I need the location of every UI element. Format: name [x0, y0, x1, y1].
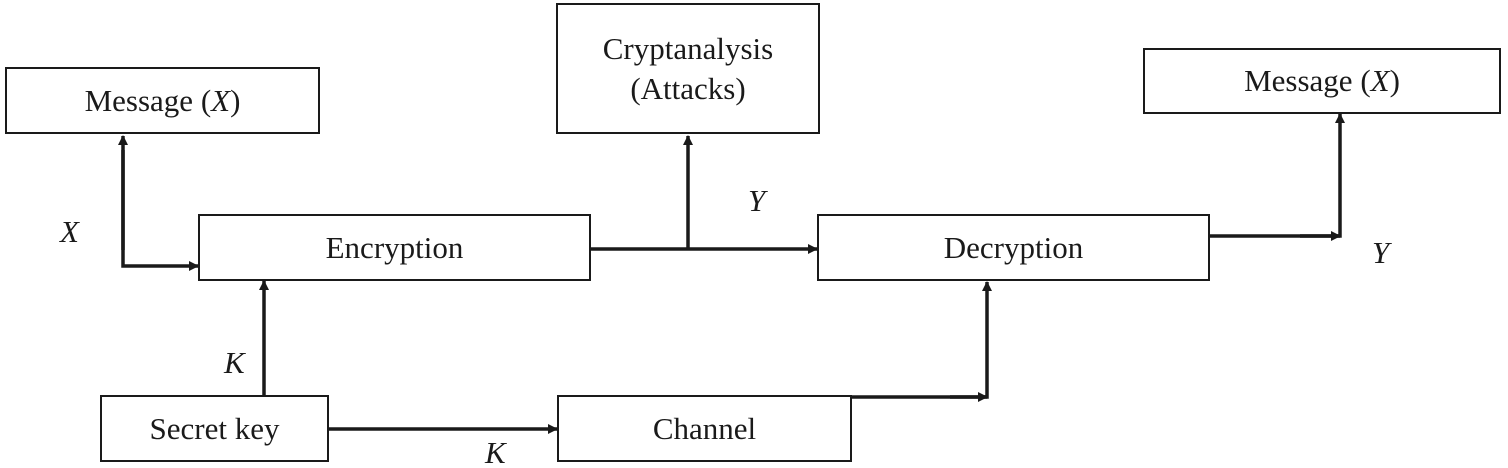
arrow-channel-to-decryption: [852, 281, 992, 399]
channel-box: Channel: [557, 395, 852, 462]
secret-key-box: Secret key: [100, 395, 329, 462]
message-output-box: Message (X): [1143, 48, 1501, 114]
encryption-label: Encryption: [325, 229, 464, 265]
channel-label: Channel: [652, 410, 757, 446]
arrow-message-to-encryption: [121, 150, 199, 271]
decryption-label: Decryption: [943, 229, 1084, 265]
attacks-label: (Attacks): [630, 70, 746, 106]
edge-label-y-output: Y: [1372, 235, 1390, 270]
encryption-box: Encryption: [198, 214, 591, 281]
edge-label-k-key: K: [224, 345, 245, 380]
message-input-box: Message (X): [5, 67, 320, 134]
edge-label-k-channel: K: [485, 435, 506, 468]
cryptanalysis-box: Cryptanalysis (Attacks): [556, 3, 820, 134]
message-input-label: Message (X): [84, 82, 241, 118]
edge-label-x-input: X: [60, 214, 79, 249]
cryptanalysis-label: Cryptanalysis: [602, 30, 774, 66]
secret-key-label: Secret key: [149, 410, 280, 446]
arrow-decryption-to-output: [1210, 113, 1345, 238]
decryption-box: Decryption: [817, 214, 1210, 281]
edge-label-y-cipher: Y: [748, 183, 766, 218]
message-output-label: Message (X): [1244, 63, 1400, 98]
